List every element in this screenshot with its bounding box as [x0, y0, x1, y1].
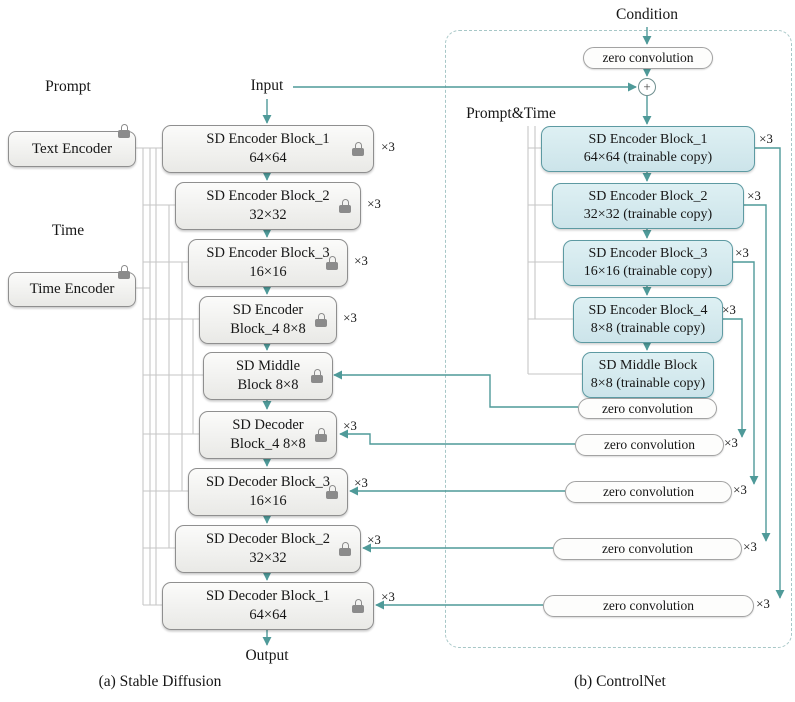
block-subtitle: 32×32: [249, 550, 287, 566]
zero-convolution-pill-top: zero convolution: [583, 47, 713, 69]
caption-controlnet: (b) ControlNet: [574, 673, 666, 690]
block-subtitle: 64×64: [249, 607, 287, 623]
controlnet-encoder-block-1: SD Encoder Block_1 64×64 (trainable copy…: [541, 126, 755, 172]
controlnet-encoder-block-3: SD Encoder Block_3 16×16 (trainable copy…: [563, 240, 733, 286]
lock-icon: [315, 428, 327, 442]
multiplier-x3: ×3: [759, 131, 773, 146]
block-title: SD Encoder Block_3: [206, 244, 330, 261]
block-title: SD Decoder Block_3: [205, 473, 331, 490]
block-subtitle: 16×16 (trainable copy): [583, 264, 713, 279]
condition-label: Condition: [615, 6, 678, 23]
multiplier-x3: ×3: [354, 475, 368, 490]
multiplier-x3: ×3: [743, 539, 757, 554]
time-encoder-label: Time Encoder: [29, 281, 115, 297]
zero-convolution-pill-decoder-2: zero convolution: [553, 538, 742, 560]
multiplier-x3: ×3: [735, 245, 749, 260]
lock-icon: [118, 124, 130, 138]
lock-icon: [339, 199, 351, 213]
block-subtitle: Block_4 8×8: [230, 321, 306, 337]
block-title: SD Encoder: [232, 301, 304, 318]
block-title: SD Encoder Block_4: [588, 302, 708, 318]
sd-middle-block: SD Middle Block 8×8: [203, 352, 333, 400]
block-title: SD Middle: [235, 357, 301, 374]
multiplier-x3: ×3: [733, 482, 747, 497]
controlnet-boundary: [445, 30, 792, 648]
block-title: SD Decoder Block_1: [205, 587, 331, 604]
plus-sign: +: [643, 79, 651, 94]
block-subtitle: 32×32 (trainable copy): [583, 207, 713, 222]
block-subtitle: Block_4 8×8: [230, 436, 306, 452]
sd-decoder-block-2: SD Decoder Block_2 32×32: [175, 525, 361, 573]
lock-icon: [311, 369, 323, 383]
controlnet-middle-block: SD Middle Block 8×8 (trainable copy): [582, 352, 714, 398]
sd-decoder-block-1: SD Decoder Block_1 64×64: [162, 582, 374, 630]
sd-decoder-block-4: SD Decoder Block_4 8×8: [199, 411, 337, 459]
sd-encoder-block-1: SD Encoder Block_1 64×64: [162, 125, 374, 173]
plus-circle-icon: +: [638, 78, 656, 96]
multiplier-x3: ×3: [343, 418, 357, 433]
prompt-time-label: Prompt&Time: [466, 105, 556, 122]
multiplier-x3: ×3: [367, 196, 381, 211]
zero-convolution-label: zero convolution: [602, 50, 694, 65]
controlnet-encoder-block-4: SD Encoder Block_4 8×8 (trainable copy): [573, 297, 723, 343]
block-subtitle: 16×16: [249, 264, 287, 280]
multiplier-x3: ×3: [343, 310, 357, 325]
block-title: SD Encoder Block_1: [588, 131, 708, 147]
zero-convolution-label: zero convolution: [602, 598, 695, 613]
multiplier-x3: ×3: [381, 589, 395, 604]
zero-convolution-pill-middle: zero convolution: [578, 398, 717, 419]
block-title: SD Encoder Block_3: [588, 245, 708, 261]
text-encoder-label: Text Encoder: [31, 140, 113, 157]
zero-convolution-pill-decoder-3: zero convolution: [565, 481, 732, 503]
sd-encoder-block-3: SD Encoder Block_3 16×16: [188, 239, 348, 287]
prompt-label: Prompt: [45, 78, 91, 95]
lock-icon: [352, 142, 364, 156]
block-subtitle: 8×8 (trainable copy): [590, 376, 706, 391]
multiplier-x3: ×3: [724, 435, 738, 450]
caption-stable-diffusion: (a) Stable Diffusion: [98, 673, 222, 690]
zero-convolution-label: zero convolution: [601, 400, 694, 416]
time-label: Time: [51, 222, 85, 239]
block-title: SD Decoder: [232, 416, 304, 433]
controlnet-encoder-block-2: SD Encoder Block_2 32×32 (trainable copy…: [552, 183, 744, 229]
sd-encoder-block-4: SD Encoder Block_4 8×8: [199, 296, 337, 344]
zero-convolution-pill-decoder-4: zero convolution: [575, 434, 724, 456]
block-subtitle: 16×16: [249, 493, 287, 509]
sd-decoder-block-3: SD Decoder Block_3 16×16: [188, 468, 348, 516]
input-label: Input: [250, 77, 284, 94]
block-title: SD Decoder Block_2: [205, 530, 331, 547]
multiplier-x3: ×3: [747, 188, 761, 203]
lock-icon: [315, 313, 327, 327]
block-subtitle: 64×64: [249, 150, 287, 166]
multiplier-x3: ×3: [354, 253, 368, 268]
output-label: Output: [245, 647, 289, 664]
lock-icon: [326, 256, 338, 270]
multiplier-x3: ×3: [381, 139, 395, 154]
lock-icon: [118, 265, 130, 279]
block-title: SD Encoder Block_2: [206, 187, 330, 204]
text-encoder-block: Text Encoder: [8, 124, 136, 167]
block-title: SD Encoder Block_2: [588, 188, 708, 204]
block-subtitle: 64×64 (trainable copy): [583, 150, 713, 165]
lock-icon: [339, 542, 351, 556]
sd-encoder-block-2: SD Encoder Block_2 32×32: [175, 182, 361, 230]
block-subtitle: Block 8×8: [237, 377, 299, 393]
block-subtitle: 32×32: [249, 207, 287, 223]
zero-convolution-label: zero convolution: [603, 437, 696, 452]
multiplier-x3: ×3: [756, 596, 770, 611]
block-subtitle: 8×8 (trainable copy): [590, 321, 706, 336]
zero-convolution-label: zero convolution: [601, 541, 694, 556]
block-title: SD Middle Block: [598, 357, 698, 373]
time-encoder-block: Time Encoder: [8, 265, 136, 307]
lock-icon: [326, 485, 338, 499]
zero-convolution-pill-decoder-1: zero convolution: [543, 595, 754, 617]
lock-icon: [352, 599, 364, 613]
multiplier-x3: ×3: [722, 302, 736, 317]
multiplier-x3: ×3: [367, 532, 381, 547]
block-title: SD Encoder Block_1: [206, 130, 330, 147]
zero-convolution-label: zero convolution: [602, 484, 695, 499]
